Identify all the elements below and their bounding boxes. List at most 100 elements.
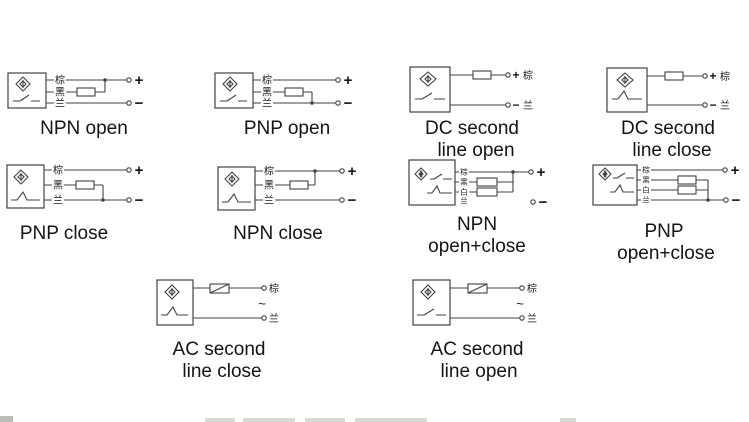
caption: PNP close: [20, 223, 108, 244]
caption-line2: open+close: [428, 236, 526, 257]
wire-label-blue: 兰: [642, 195, 650, 205]
sensor-box: [6, 164, 45, 209]
load-resistor: [476, 177, 498, 187]
terminal-circle: [505, 72, 511, 78]
junction-dot: [511, 170, 515, 174]
terminal-plus-sign: +: [348, 163, 357, 180]
switch-open-icon: [417, 308, 446, 316]
diagram-npn-open: 棕 黑 兰 + − NPN open: [7, 72, 144, 139]
load-resistor: [289, 180, 309, 190]
sensor-box: [7, 72, 47, 109]
caption-line2: line close: [182, 361, 261, 382]
terminal-circle: [339, 168, 345, 174]
caption-line1: DC second: [425, 118, 519, 139]
sensor-symbol-icon: [224, 171, 240, 187]
wire-label-blue: 兰: [460, 196, 468, 206]
caption-line2: open+close: [617, 243, 715, 264]
diagram-dc-second-line-close: + 棕 − 兰 DC second line close: [606, 67, 730, 161]
terminal-minus-sign: −: [344, 95, 353, 112]
wire-label-blue: 兰: [264, 194, 274, 207]
wire-label-blue: 兰: [523, 99, 533, 112]
switch-closed-icon: [610, 183, 634, 193]
sensor-symbol-icon: [414, 167, 428, 181]
load-resistor: [476, 187, 498, 197]
diagram-pnp-open-close: 棕 黑 白 兰 + − PNP open+close: [592, 162, 741, 264]
terminal-circle: [519, 285, 525, 291]
load-resistor: [209, 283, 230, 294]
terminal-circle: [261, 285, 267, 291]
terminal-plus-sign: +: [731, 162, 740, 179]
switch-open-icon: [430, 173, 452, 180]
wire-label-brown: 棕: [523, 69, 533, 82]
switch-closed-icon: [161, 305, 188, 316]
switch-open-icon: [415, 92, 445, 100]
wire-label-blue: 兰: [262, 97, 272, 110]
terminal-minus-sign: −: [709, 98, 716, 112]
wire-label-blue: 兰: [55, 97, 65, 110]
junction-dot: [103, 78, 107, 82]
wire-label-white: 白: [460, 187, 468, 197]
sensor-box: [409, 66, 451, 113]
terminal-circle: [339, 197, 345, 203]
caption-line1: DC second: [621, 118, 715, 139]
wire-label-black: 黑: [264, 180, 274, 192]
caption: NPN close: [233, 223, 323, 244]
sensor-box: [592, 164, 638, 206]
terminal-circle: [530, 199, 536, 205]
ac-symbol: ~: [258, 296, 266, 311]
cropped-text-artifact: [205, 418, 235, 422]
caption-line2: line open: [437, 140, 514, 161]
sensor-symbol-icon: [222, 76, 238, 92]
load-resistor: [75, 180, 95, 190]
terminal-circle: [519, 315, 525, 321]
terminal-circle: [126, 167, 132, 173]
sensor-symbol-icon: [164, 284, 180, 300]
terminal-plus-sign: +: [709, 69, 716, 83]
wire-label-black: 黑: [53, 180, 63, 192]
wire-label-blue: 兰: [53, 194, 63, 207]
caption-line1: AC second: [173, 339, 266, 360]
switch-open-icon: [13, 94, 40, 102]
switch-closed-icon: [612, 89, 642, 100]
sensor-box: [412, 279, 451, 326]
cropped-text-artifact: [0, 416, 13, 422]
diagram-pnp-close: 棕 黑 兰 + − PNP close: [6, 162, 144, 244]
wire-label-brown: 棕: [262, 74, 272, 87]
load-resistor: [284, 87, 304, 97]
caption-line1: PNP: [644, 221, 683, 242]
load-diagonal: [209, 283, 230, 294]
sensor-symbol-icon: [419, 71, 437, 87]
load-resistor: [664, 71, 684, 81]
caption-line1: NPN: [457, 214, 497, 235]
terminal-circle: [126, 197, 132, 203]
terminal-circle: [702, 102, 708, 108]
wire-label-black: 黑: [55, 87, 65, 99]
wire-label-white: 白: [642, 185, 650, 195]
wire-label-black: 黑: [642, 176, 650, 185]
terminal-circle: [261, 315, 267, 321]
load-resistor: [677, 175, 697, 185]
wire-label-brown: 棕: [53, 164, 63, 177]
load-resistor: [472, 70, 492, 80]
sensor-box: [606, 67, 648, 113]
caption-line1: AC second: [431, 339, 524, 360]
terminal-minus-sign: −: [732, 192, 741, 209]
terminal-minus-sign: −: [135, 95, 144, 112]
switch-open-icon: [613, 172, 634, 179]
switch-closed-icon: [427, 184, 452, 194]
caption-line2: line close: [632, 140, 711, 161]
terminal-circle: [126, 100, 132, 106]
sensor-symbol-icon: [598, 167, 612, 181]
sensor-box: [408, 159, 456, 206]
switch-closed-icon: [222, 192, 251, 203]
wire-label-brown: 棕: [460, 167, 468, 177]
wire-label-blue: 兰: [527, 312, 537, 325]
wire-label-brown: 棕: [642, 165, 650, 175]
cropped-text-artifact: [243, 418, 295, 422]
ac-symbol: ~: [516, 296, 524, 311]
terminal-plus-sign: +: [135, 72, 144, 89]
wire-label-brown: 棕: [269, 282, 279, 295]
caption: PNP open: [244, 118, 330, 139]
terminal-circle: [723, 197, 729, 203]
